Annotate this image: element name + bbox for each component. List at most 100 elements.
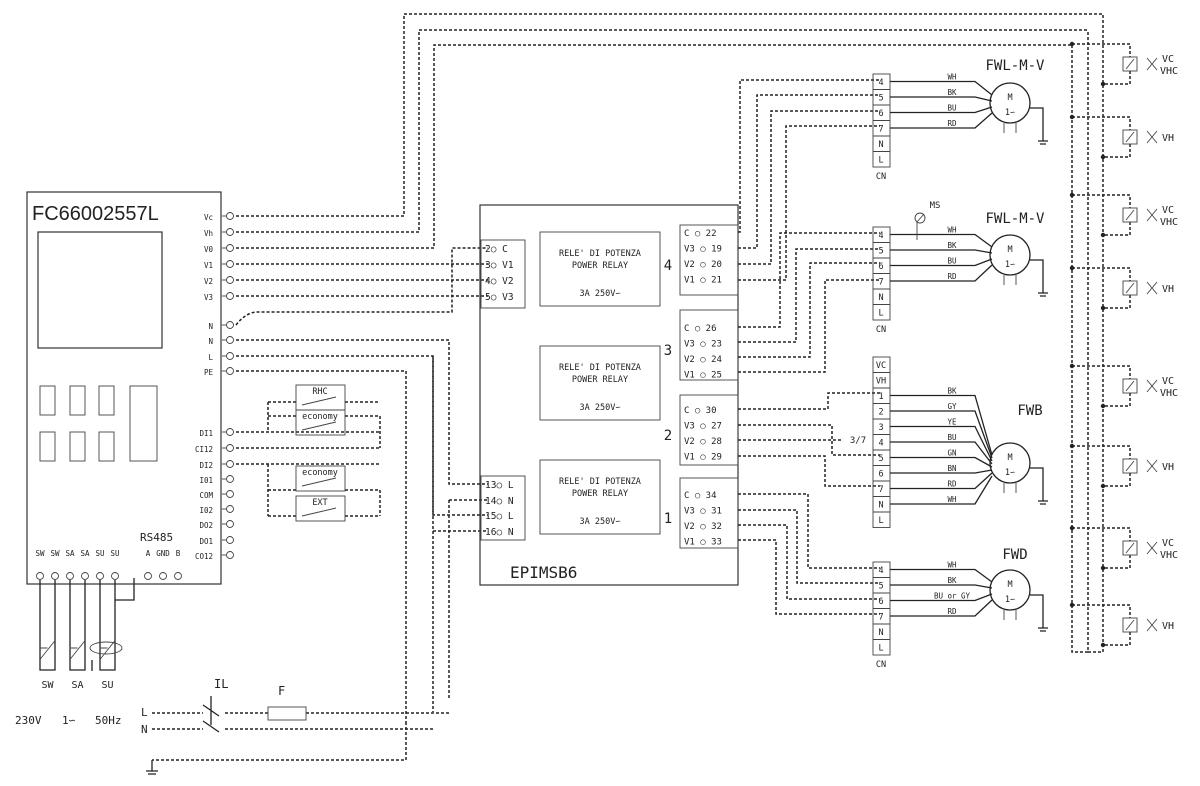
terminal-number: 4 <box>878 566 883 576</box>
valve-coil-icon <box>1122 540 1138 556</box>
terminal-dot <box>36 572 44 580</box>
unit-name: FWD <box>1002 547 1027 563</box>
valve-label: VHC <box>1160 217 1178 228</box>
terminal-number: VH <box>876 377 886 387</box>
terminal-number: 4 <box>878 78 883 88</box>
controller-bottom-label: SU <box>110 549 119 558</box>
channel-terminal: V2 ○ 32 <box>684 522 722 532</box>
terminal-number: 5 <box>878 94 883 104</box>
motor-icon <box>989 82 1031 124</box>
terminal-dot <box>226 228 234 236</box>
wire-color: RD <box>947 607 957 616</box>
controller-code: FC66002557L <box>32 203 159 225</box>
contact-label: RHC <box>312 387 327 397</box>
valve-actuator: VH <box>1069 114 1174 160</box>
wire-color: WH <box>947 226 957 235</box>
wire-color: YE <box>947 418 957 427</box>
terminal-dot <box>226 475 234 483</box>
channel-terminal: V3 ○ 31 <box>684 507 722 517</box>
controller: FC66002557L RS485 VcVhV0V1V2V3NNLPEDI1CI… <box>26 191 234 585</box>
terminal-dot <box>159 572 167 580</box>
motor-phase: 1∽ <box>1005 108 1015 118</box>
controller-terminal-label: DI1 <box>199 429 213 438</box>
module-power-block <box>480 475 526 541</box>
controller-bottom-label: GND <box>156 549 170 558</box>
relay-text-it: RELE' DI POTENZA <box>559 249 641 259</box>
module-input-terminal: 4○ V2 <box>485 276 514 287</box>
relay-text-en: POWER RELAY <box>572 261 628 271</box>
power-relay <box>539 459 661 535</box>
fuse-label: F <box>278 684 285 698</box>
module-input-terminal: 2○ C <box>485 244 508 255</box>
terminal-dot <box>226 460 234 468</box>
terminal-number: 5 <box>878 247 883 257</box>
channel-number: 2 <box>664 428 672 444</box>
terminal-dot <box>66 572 74 580</box>
jumper-label: 3/7 <box>850 436 866 446</box>
terminal-number: N <box>878 628 883 638</box>
relay-rating: 3A 250V∽ <box>580 289 621 299</box>
controller-terminal-label: COM <box>199 491 213 500</box>
terminal-number: 6 <box>878 109 883 119</box>
controller-buttons <box>39 385 158 462</box>
power-relay <box>539 231 661 307</box>
channel-terminal: C ○ 30 <box>684 406 717 416</box>
valve-label: VHC <box>1160 66 1178 77</box>
terminal-dot <box>226 536 234 544</box>
controller-body <box>26 191 222 585</box>
valve-label: VH <box>1162 133 1174 144</box>
module-power-terminal: 14○ N <box>485 496 514 507</box>
terminal-number: L <box>878 516 883 526</box>
terminal-dot <box>226 321 234 329</box>
valve-label: VHC <box>1160 550 1178 561</box>
contact-label: economy <box>302 412 338 422</box>
terminal-dot <box>226 520 234 528</box>
terminal-dot <box>111 572 119 580</box>
controller-terminal-label: DI2 <box>199 461 213 470</box>
terminal-number: 7 <box>878 125 883 135</box>
valve-label: VH <box>1162 284 1174 295</box>
channel-block <box>679 224 739 296</box>
relay-rating: 3A 250V∽ <box>580 517 621 527</box>
sensor-label: SW <box>41 680 54 691</box>
sensor-label: SU <box>101 680 113 691</box>
relay-text-it: RELE' DI POTENZA <box>559 477 641 487</box>
controller-terminal-label: Vc <box>204 213 213 222</box>
power-relays: RELE' DI POTENZA POWER RELAY 3A 250V∽ RELE'… <box>539 231 661 535</box>
motor-icon <box>989 442 1031 484</box>
relay-text-en: POWER RELAY <box>572 489 628 499</box>
channel-terminal: C ○ 22 <box>684 229 717 239</box>
switch-label: MS <box>930 201 941 211</box>
channel-terminal: V2 ○ 28 <box>684 437 722 447</box>
terminal-number: N <box>878 501 883 511</box>
wire-color: BU <box>947 433 956 442</box>
wire-color: BU <box>947 104 956 113</box>
channel-number: 4 <box>664 258 672 274</box>
terminal-dot <box>226 505 234 513</box>
fan-coil-units: 4567NLCNFWL-M-VM1∽WHBKBURD4567NLCNFWL-M-… <box>850 58 1048 670</box>
wire-color: GY <box>947 402 957 411</box>
controller-bottom-label: SW <box>50 549 60 558</box>
valve-actuator: VH <box>1069 443 1174 489</box>
terminal-number: N <box>878 140 883 150</box>
terminal-number: 1 <box>878 392 883 402</box>
terminal-number: 2 <box>878 408 883 418</box>
terminal-dot <box>96 572 104 580</box>
unit-name: FWL-M-V <box>985 58 1045 74</box>
terminal-dot <box>226 428 234 436</box>
controller-terminal-label: I01 <box>199 476 213 485</box>
terminal-number: 7 <box>878 278 883 288</box>
terminal-dot <box>174 572 182 580</box>
channel-terminal: C ○ 26 <box>684 324 717 334</box>
contact-label: EXT <box>312 498 327 508</box>
channel-block <box>679 477 739 549</box>
valve-label: VHC <box>1160 388 1178 399</box>
wire-color: BN <box>947 464 956 473</box>
controller-terminal-label: V3 <box>204 293 213 302</box>
valve-label: VC <box>1162 538 1174 549</box>
